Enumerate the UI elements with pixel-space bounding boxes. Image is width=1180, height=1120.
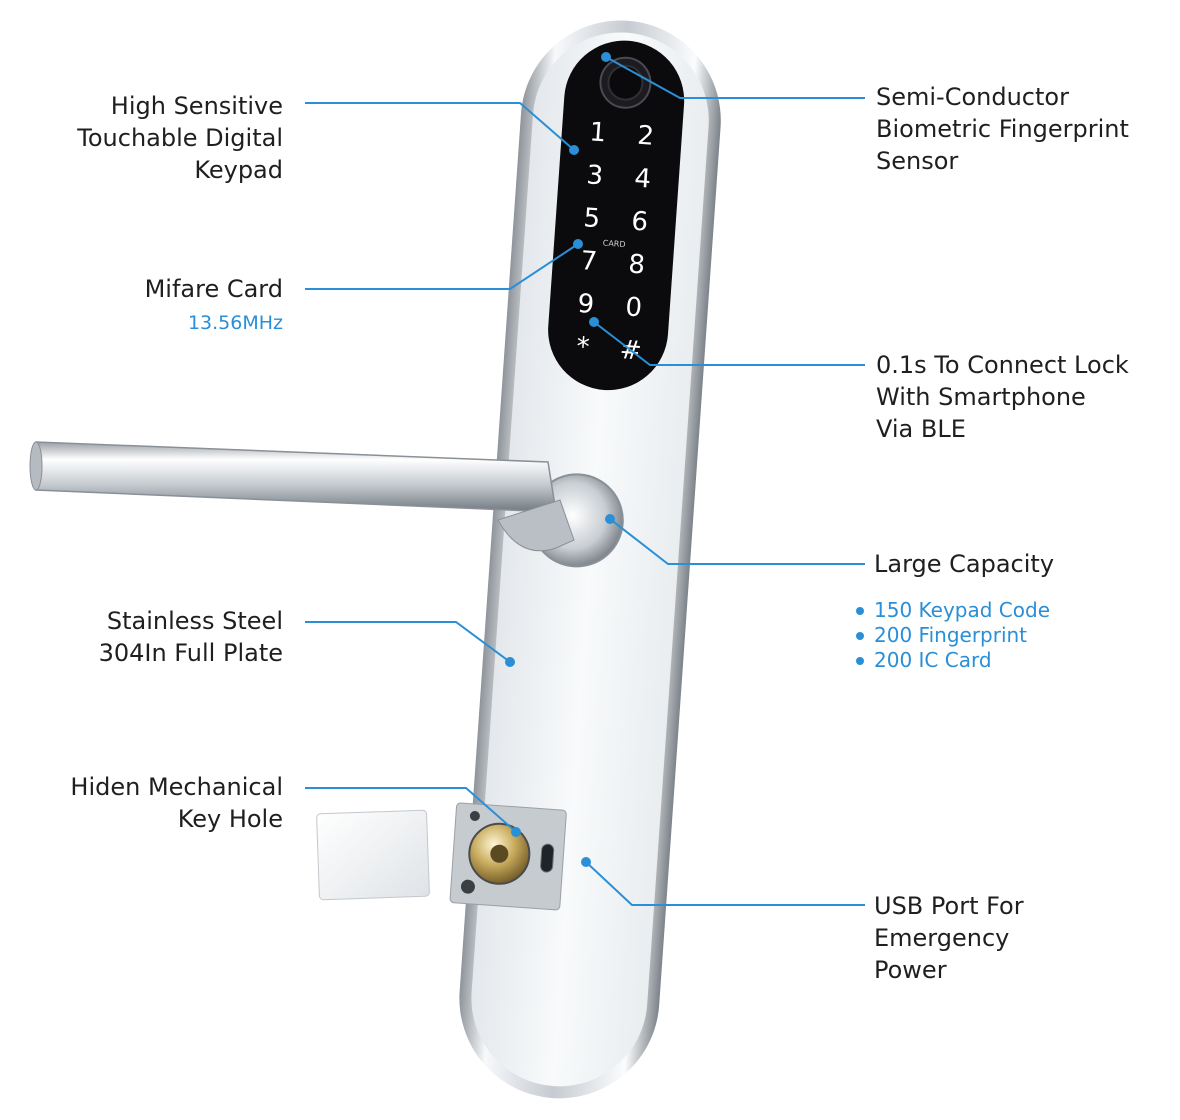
lock-body: 1 2 3 4 5 6 7 8 9 0 * # CARD (449, 20, 721, 1099)
keypad-key-8[interactable]: 8 (627, 249, 646, 280)
capacity-list: 150 Keypad Code 200 Fingerprint 200 IC C… (854, 598, 1050, 673)
lever-handle[interactable] (29, 441, 575, 552)
callout-leaders (305, 56, 865, 906)
leader-plate (305, 621, 511, 663)
key-hole-cover (316, 809, 430, 901)
card-reader-mark: CARD (602, 239, 625, 250)
keypad-panel (548, 40, 685, 391)
callout-dots (505, 52, 615, 867)
leader-capacity (609, 518, 865, 565)
keypad-key-7[interactable]: 7 (580, 246, 599, 277)
leader-usb (585, 861, 865, 906)
leader-keyhole (305, 787, 517, 833)
keypad-key-5[interactable]: 5 (583, 203, 602, 234)
callout-keypad: High Sensitive Touchable Digital Keypad (77, 92, 283, 184)
keypad-key-1[interactable]: 1 (589, 117, 608, 148)
usb-port[interactable] (540, 843, 555, 873)
callout-keyhole: Hiden Mechanical Key Hole (70, 773, 283, 833)
callout-plate: Stainless Steel 304In Full Plate (98, 607, 283, 667)
keypad-key-0[interactable]: 0 (624, 292, 643, 323)
lever-bar (35, 441, 557, 513)
lever-neck (497, 499, 575, 552)
callout-card: Mifare Card (144, 275, 283, 303)
callout-card-frequency: 13.56MHz (187, 312, 283, 334)
keypad-key-2[interactable]: 2 (636, 121, 655, 152)
leader-fingerprint (605, 56, 865, 99)
capacity-item: 150 Keypad Code (854, 598, 1050, 623)
lever-end (29, 441, 43, 491)
keypad-key-6[interactable]: 6 (630, 207, 649, 238)
keypad-key-star[interactable]: * (575, 332, 590, 363)
callout-capacity: Large Capacity (874, 550, 1055, 578)
callout-fingerprint: Semi-Conductor Biometric Fingerprint Sen… (876, 83, 1129, 175)
leader-ble (593, 321, 865, 366)
leader-card (305, 243, 579, 290)
indicator-led-top (469, 810, 480, 821)
leader-keypad (305, 102, 575, 151)
capacity-item: 200 IC Card (854, 648, 1050, 673)
fingerprint-sensor-pad (607, 64, 644, 101)
key-slot (490, 844, 509, 863)
callout-ble: 0.1s To Connect Lock With Smartphone Via… (876, 351, 1129, 443)
indicator-led-bottom (460, 879, 475, 894)
callout-usb: USB Port For Emergency Power (874, 892, 1024, 984)
keypad-key-9[interactable]: 9 (577, 289, 596, 320)
keypad-key-4[interactable]: 4 (633, 164, 652, 195)
keypad-key-3[interactable]: 3 (586, 160, 605, 191)
capacity-item: 200 Fingerprint (854, 623, 1050, 648)
